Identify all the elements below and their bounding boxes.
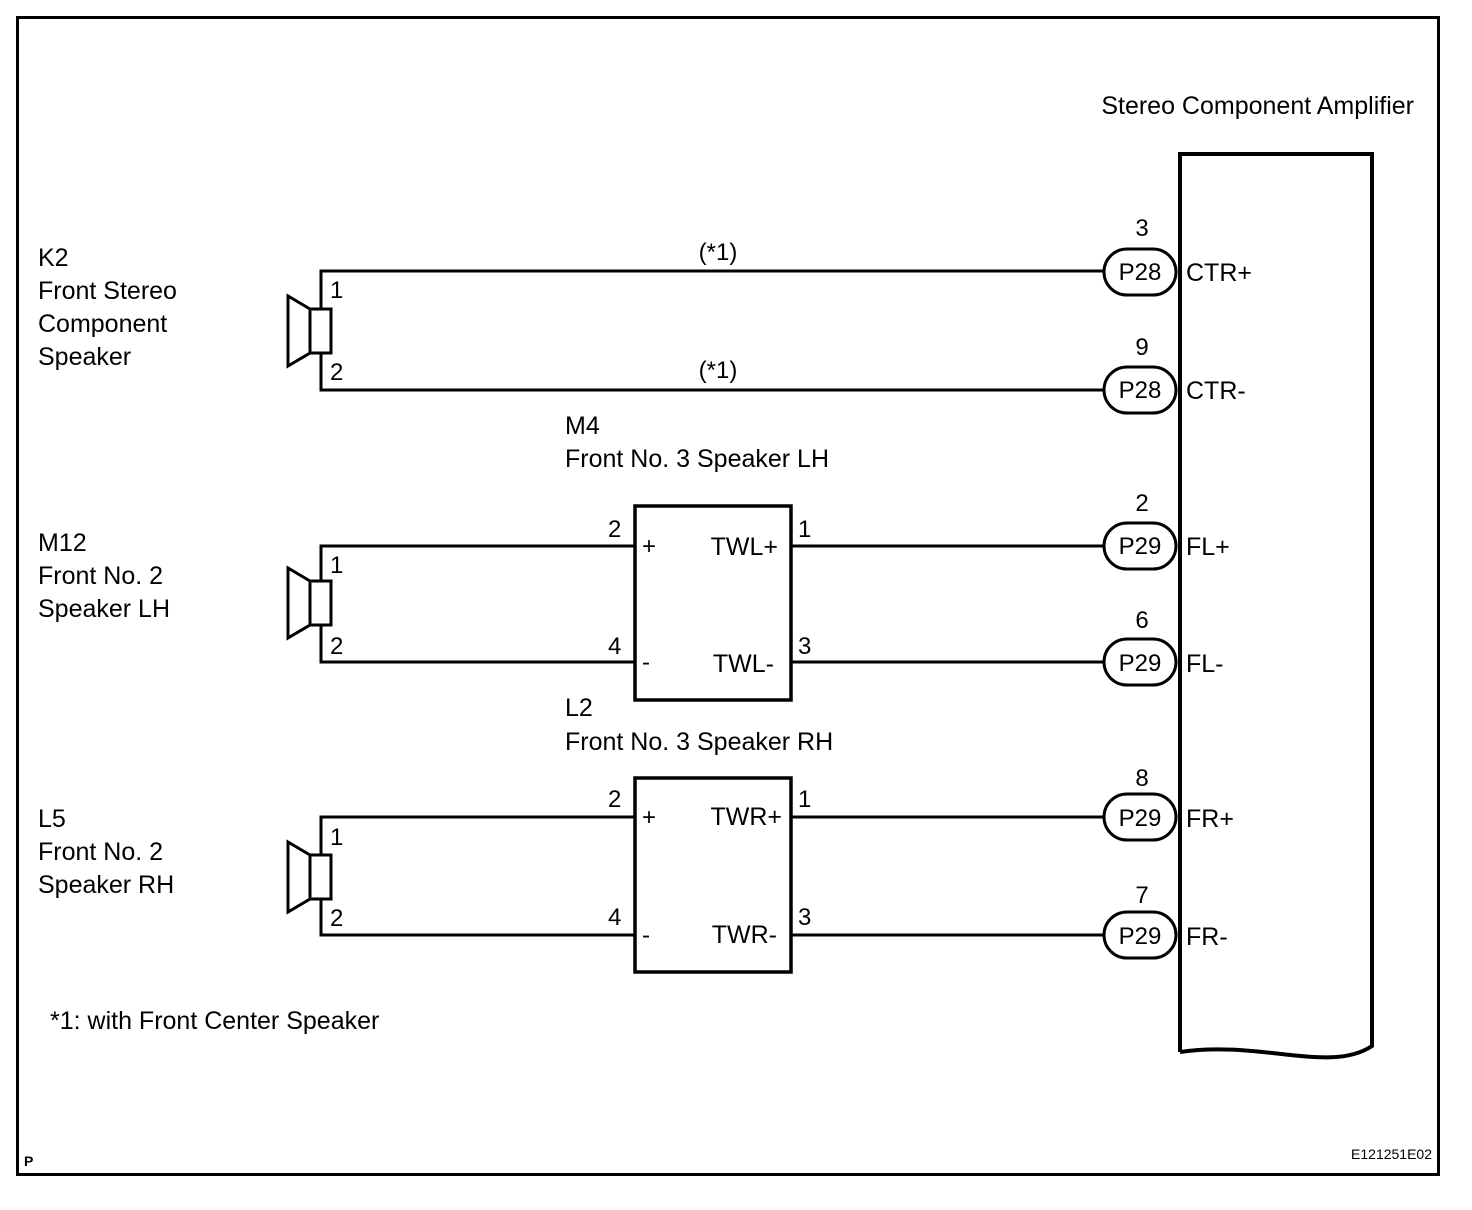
connector-id: P28 [1119,259,1162,286]
connector-ctr-minus: 9 P28 CTR- [1102,334,1246,415]
connector-fl-minus: 6 P29 FL- [1102,607,1224,687]
terminal-name: FR- [1186,923,1228,951]
connector-pin: 6 [1135,607,1148,634]
speaker-code: L5 [38,805,66,833]
footnote: *1: with Front Center Speaker [50,1007,379,1035]
speaker-code: K2 [38,244,69,272]
tweeter-l2: L2 Front No. 3 Speaker RH + - TWR+ TWR- … [565,694,1104,974]
speaker-icon [308,579,333,627]
terminal-label: TWR- [712,921,777,949]
tweeter-box [633,776,793,974]
connector-id: P28 [1119,377,1162,404]
terminal-name: CTR- [1186,377,1246,405]
pin-number: 2 [330,633,343,660]
terminal-name: FR+ [1186,805,1234,833]
tweeter-name: Front No. 3 Speaker RH [565,728,833,756]
connector-id: P29 [1119,533,1162,560]
terminal-name: FL- [1186,650,1224,678]
connector-fr-plus: 8 P29 FR+ [1102,765,1234,842]
speaker-icon [286,565,312,641]
wire [319,899,635,937]
speaker-code: M12 [38,529,87,557]
pin-number: 1 [330,552,343,579]
tweeter-code: L2 [565,694,593,722]
connector-fl-plus: 2 P29 FL+ [1102,490,1230,571]
tweeter-box [633,504,793,702]
wire-note: (*1) [699,357,738,384]
speaker-icon [286,839,312,915]
wire [319,815,635,855]
pin-number: 2 [330,359,343,386]
pin-number: 1 [798,786,811,813]
connector-pill [1102,247,1178,297]
tweeter-code: M4 [565,412,600,440]
plus-sign: + [642,804,656,831]
pin-number: 3 [798,633,811,660]
wire [319,353,1104,392]
speaker-k2: K2 Front Stereo Component Speaker 1 2 (*… [38,239,1104,392]
amplifier-name: Stereo Component Amplifier [1101,92,1414,120]
amplifier-body [1178,152,1374,1060]
terminal-name: FL+ [1186,533,1230,561]
pin-number: 1 [330,277,343,304]
speaker-name-line: Speaker LH [38,595,170,623]
speaker-name-line: Front Stereo [38,277,177,305]
tweeter-name: Front No. 3 Speaker LH [565,445,829,473]
speaker-icon [308,307,333,355]
tweeter-m4: M4 Front No. 3 Speaker LH + - TWL+ TWL- … [565,412,1104,702]
connector-pin: 8 [1135,765,1148,792]
pin-number: 4 [608,633,621,660]
wire [319,269,1104,309]
connector-pill [1102,910,1178,960]
terminal-name: CTR+ [1186,259,1252,287]
connector-ctr-plus: 3 P28 CTR+ [1102,215,1252,297]
pin-number: 2 [608,786,621,813]
connector-pin: 7 [1135,882,1148,909]
speaker-name-line: Front No. 2 [38,838,163,866]
terminal-label: TWL+ [711,533,778,561]
corner-mark: P [24,1153,33,1169]
terminal-label: TWR+ [710,803,782,831]
wire [319,625,635,664]
minus-sign: - [642,922,650,949]
plus-sign: + [642,533,656,560]
speaker-name-line: Speaker [38,343,131,371]
minus-sign: - [642,649,650,676]
pin-number: 2 [330,905,343,932]
pin-number: 3 [798,904,811,931]
connector-pill [1102,637,1178,687]
connector-id: P29 [1119,650,1162,677]
connector-fr-minus: 7 P29 FR- [1102,882,1228,960]
connector-pill [1102,365,1178,415]
speaker-m12: M12 Front No. 2 Speaker LH 1 2 [38,529,635,664]
connector-id: P29 [1119,923,1162,950]
diagram-frame [16,16,1440,1176]
figure-id: E121251E02 [1351,1146,1432,1162]
pin-number: 1 [330,824,343,851]
connector-pin: 2 [1135,490,1148,517]
speaker-name-line: Component [38,310,167,338]
connector-pin: 3 [1135,215,1148,242]
wire [319,544,635,581]
connector-id: P29 [1119,805,1162,832]
pin-number: 4 [608,904,621,931]
wire-note: (*1) [699,239,738,266]
speaker-icon [286,293,312,369]
speaker-l5: L5 Front No. 2 Speaker RH 1 2 [38,805,635,937]
speaker-name-line: Front No. 2 [38,562,163,590]
terminal-label: TWL- [713,650,774,678]
connector-pin: 9 [1135,334,1148,361]
connector-pill [1102,521,1178,571]
connector-pill [1102,792,1178,842]
speaker-icon [308,853,333,901]
pin-number: 2 [608,516,621,543]
speaker-name-line: Speaker RH [38,871,174,899]
pin-number: 1 [798,516,811,543]
